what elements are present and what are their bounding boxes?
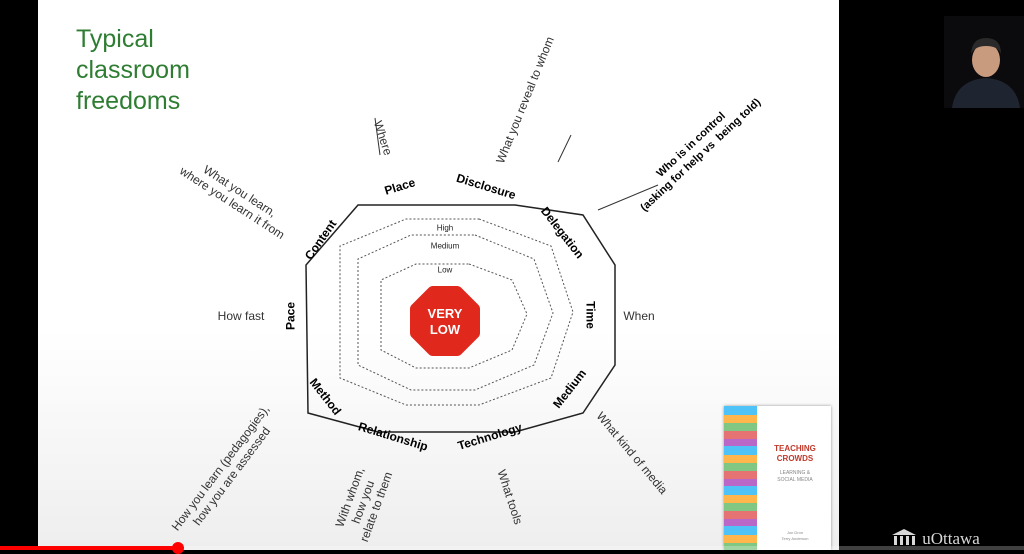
building-icon bbox=[892, 529, 916, 545]
book-subtitle: LEARNING & SOCIAL MEDIA bbox=[777, 470, 813, 483]
uottawa-logo: uOttawa bbox=[890, 527, 980, 549]
video-progress-fill bbox=[0, 546, 179, 550]
presentation-slide: Typical classroom freedoms VERY LOW High… bbox=[38, 0, 839, 550]
book-title: TEACHING CROWDS bbox=[774, 444, 816, 463]
freedom-when: When bbox=[623, 309, 655, 323]
level-label-high: High bbox=[436, 223, 454, 233]
presenter-silhouette bbox=[952, 38, 1020, 108]
logo-text: uOttawa bbox=[922, 529, 980, 548]
video-progress-bar[interactable] bbox=[0, 542, 1024, 554]
freedom-how-fast: How fast bbox=[217, 309, 265, 323]
radial-line bbox=[557, 134, 572, 163]
radial-line bbox=[597, 184, 659, 211]
book-cover-art bbox=[724, 406, 757, 550]
level-label-medium: Medium bbox=[430, 241, 460, 251]
book-cover-image: TEACHING CROWDS LEARNING & SOCIAL MEDIA … bbox=[724, 406, 831, 550]
level-ring-low bbox=[380, 263, 528, 369]
slide-title: Typical classroom freedoms bbox=[76, 25, 190, 115]
video-scrubber-handle[interactable] bbox=[172, 542, 185, 554]
dimension-pace: Pace bbox=[283, 301, 298, 331]
level-ring-high bbox=[339, 218, 574, 406]
center-octagon bbox=[410, 286, 480, 356]
presenter-webcam bbox=[944, 16, 1024, 108]
level-ring-medium bbox=[357, 234, 554, 391]
level-label-low: Low bbox=[437, 265, 453, 275]
dimension-time: Time bbox=[583, 301, 598, 329]
book-authors: Jon Dron Terry Anderson bbox=[781, 530, 809, 541]
freedoms-diagram bbox=[305, 117, 659, 433]
center-label: VERY LOW bbox=[427, 306, 463, 337]
outer-decagon bbox=[305, 204, 616, 433]
radial-line bbox=[374, 117, 381, 156]
